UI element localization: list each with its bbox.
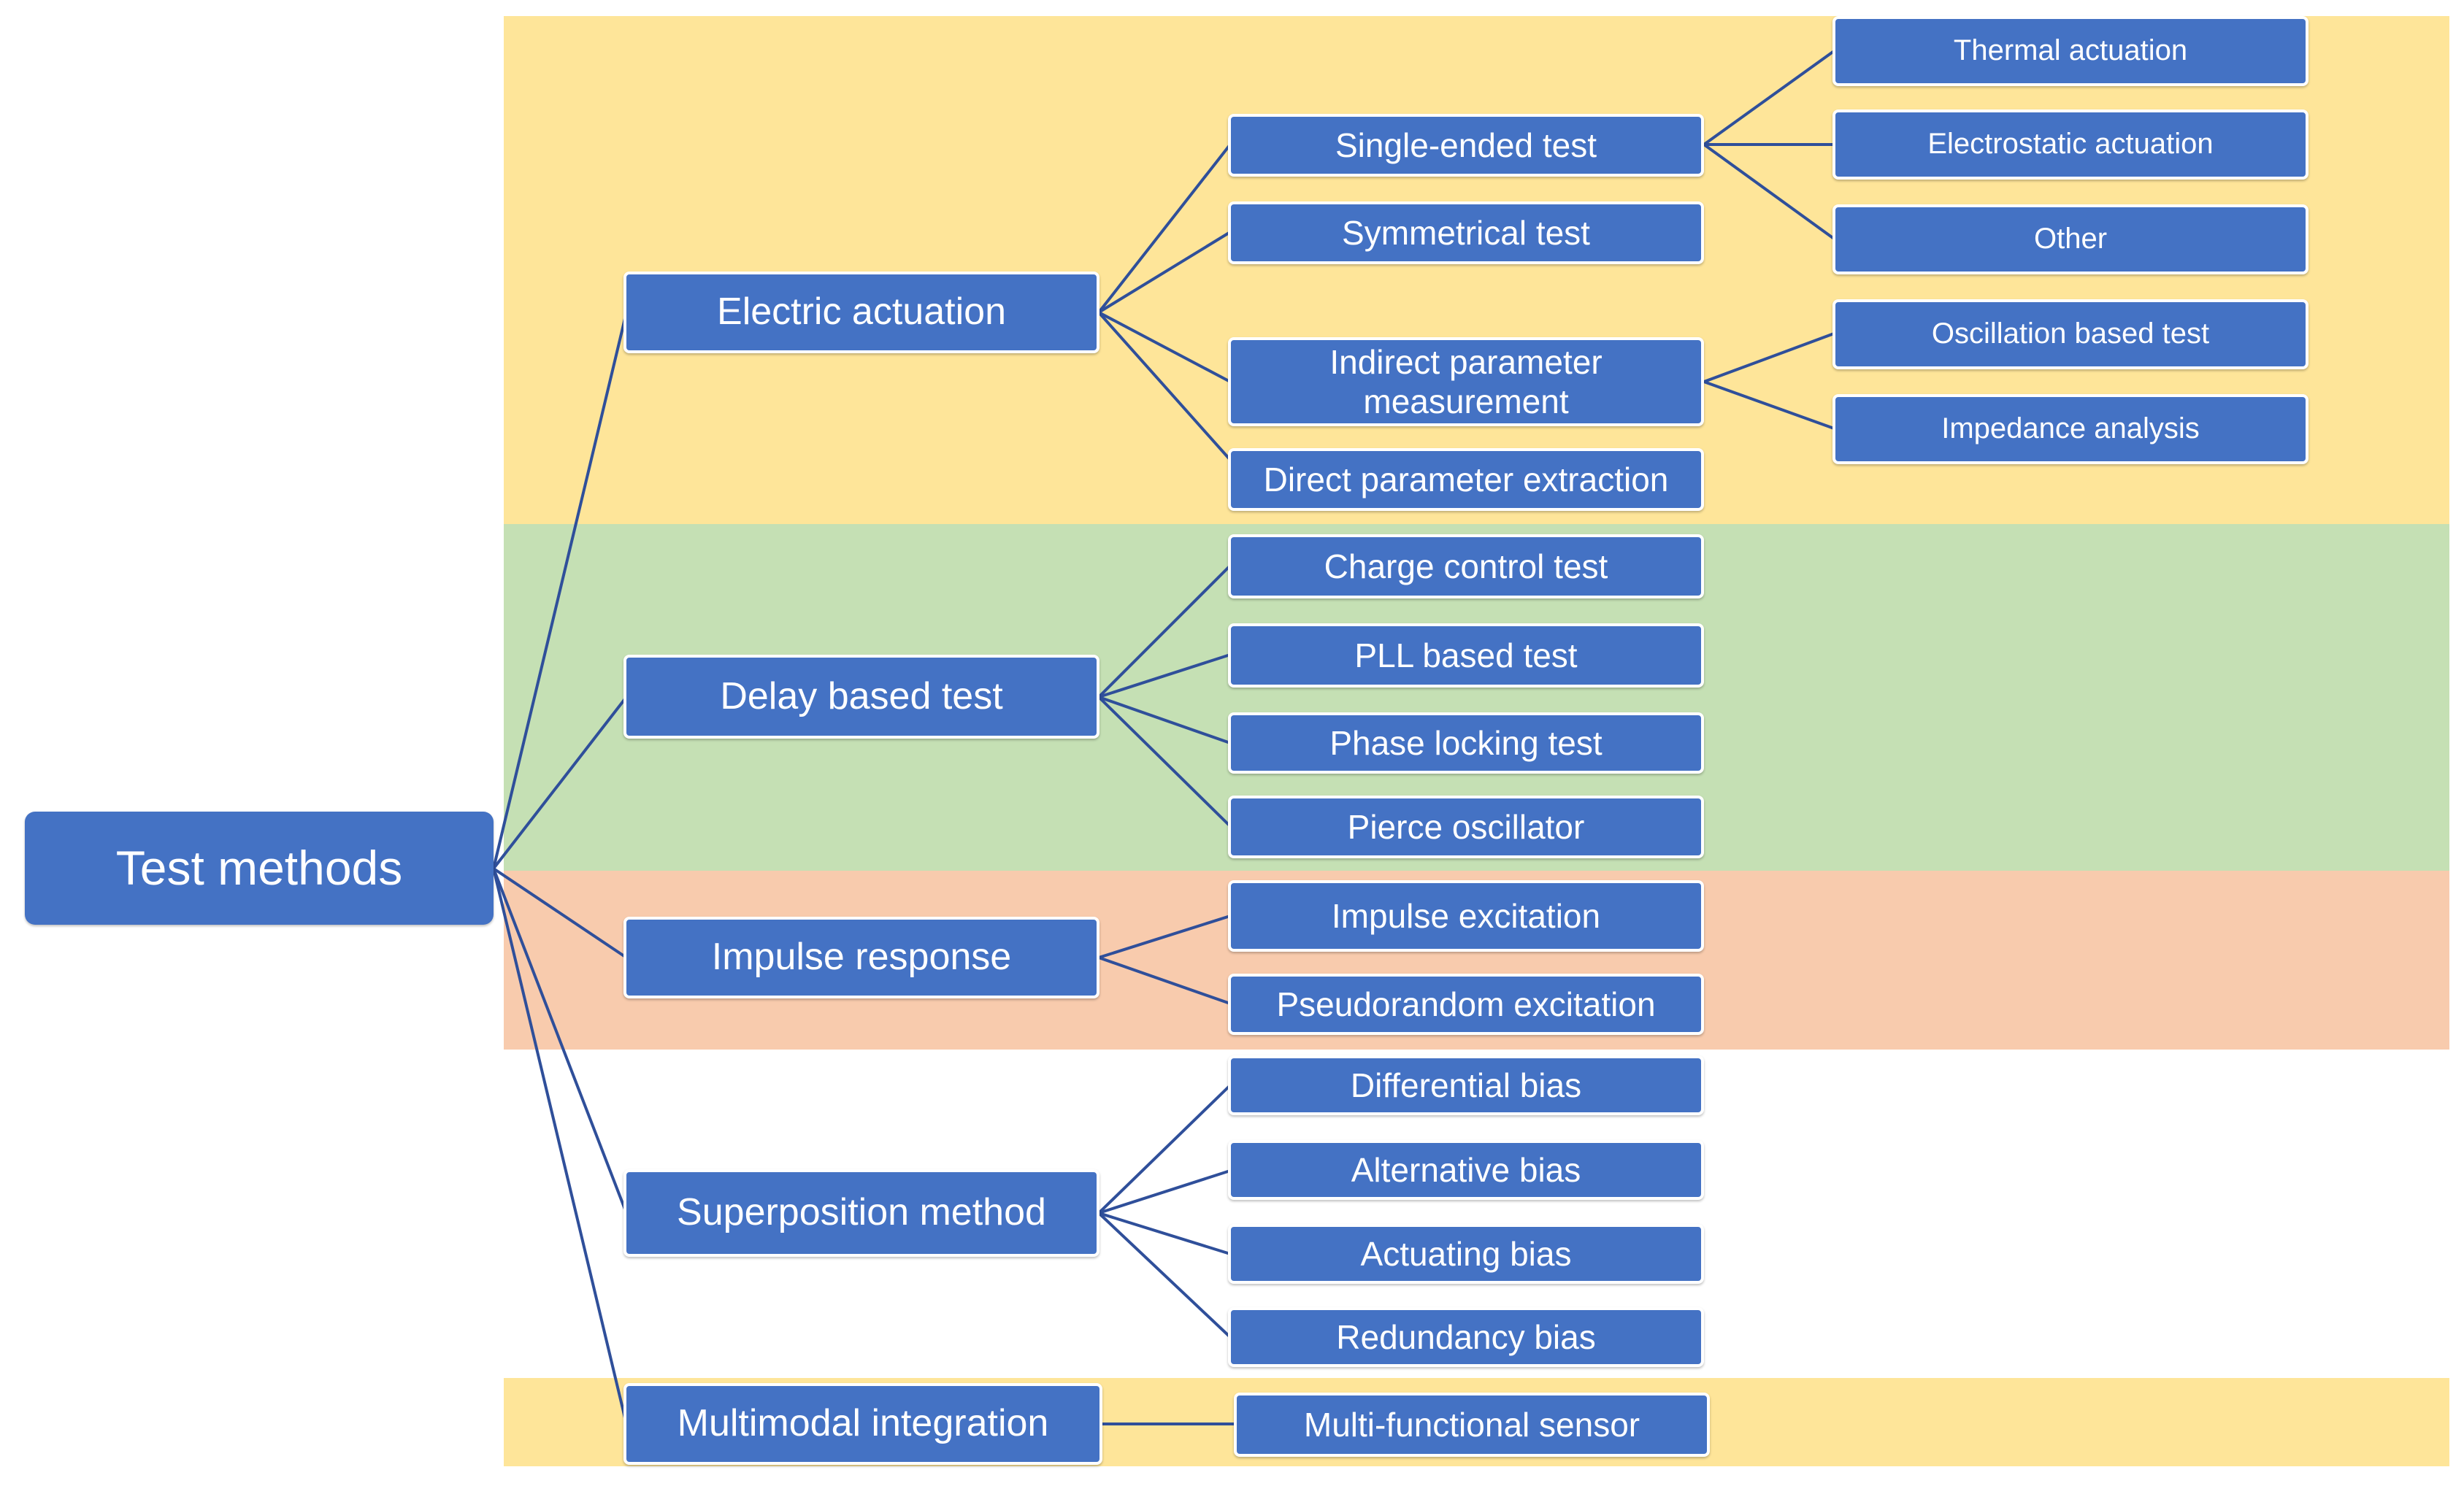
connector-indirect-impedance (1703, 380, 1835, 430)
connector-super-actuating (1098, 1212, 1231, 1255)
method-symmetrical-test: Symmetrical test (1228, 201, 1704, 264)
submethod-other: Other (1832, 204, 2308, 274)
method-impulse-excitation: Impulse excitation (1228, 880, 1704, 952)
category-impulse-response: Impulse response (623, 917, 1099, 998)
method-redundancy-bias: Redundancy bias (1228, 1307, 1704, 1367)
method-actuating-bias: Actuating bias (1228, 1224, 1704, 1284)
method-pseudorandom-excitation: Pseudorandom excitation (1228, 974, 1704, 1035)
connector-root-delay (492, 696, 628, 870)
method-alternative-bias: Alternative bias (1228, 1140, 1704, 1200)
connector-indirect-oscillation (1703, 332, 1835, 383)
connector-root-electric (492, 312, 628, 869)
connector-single-thermal (1703, 50, 1835, 146)
submethod-label: Other (2033, 223, 2108, 255)
submethod-electrostatic-actuation: Electrostatic actuation (1832, 109, 2308, 180)
method-label: Single-ended test (1335, 126, 1597, 164)
method-direct-parameter-extraction: Direct parameter extraction (1228, 448, 1704, 511)
method-label: Actuating bias (1360, 1234, 1572, 1273)
connector-electric-indirect (1098, 311, 1231, 383)
method-multi-functional-sensor: Multi-functional sensor (1234, 1393, 1710, 1457)
connector-root-multimodal (492, 868, 628, 1425)
method-label: Symmetrical test (1342, 213, 1590, 252)
category-label: Multimodal integration (677, 1402, 1049, 1445)
category-label: Delay based test (720, 674, 1003, 717)
method-pierce-oscillator: Pierce oscillator (1228, 796, 1704, 858)
submethod-label: Impedance analysis (1941, 412, 2200, 445)
category-delay-based-test: Delay based test (623, 655, 1099, 739)
connector-delay-pierce (1097, 696, 1232, 828)
connector-electric-single (1097, 143, 1232, 314)
submethod-oscillation-based-test: Oscillation based test (1832, 299, 2308, 369)
connector-super-alternative (1098, 1169, 1231, 1214)
method-label: Pierce oscillator (1347, 807, 1585, 846)
method-pll-based-test: PLL based test (1228, 623, 1704, 688)
submethod-label: Electrostatic actuation (1927, 128, 2214, 161)
method-label: Impulse excitation (1331, 896, 1601, 935)
connector-super-differential (1097, 1084, 1232, 1214)
root-label: Test methods (115, 840, 403, 895)
category-label: Superposition method (677, 1191, 1046, 1234)
method-differential-bias: Differential bias (1228, 1055, 1704, 1115)
connector-delay-pll (1098, 653, 1231, 698)
method-label: Indirect parameter measurement (1329, 342, 1603, 420)
connector-impulse-excitation (1098, 915, 1231, 959)
method-charge-control-test: Charge control test (1228, 534, 1704, 598)
submethod-label: Thermal actuation (1953, 34, 2188, 67)
connector-delay-charge (1097, 564, 1232, 698)
category-label: Impulse response (711, 936, 1012, 979)
submethod-impedance-analysis: Impedance analysis (1832, 394, 2308, 464)
connector-delay-phase (1098, 696, 1231, 744)
category-label: Electric actuation (717, 290, 1006, 334)
method-label: Redundancy bias (1336, 1317, 1596, 1356)
category-multimodal-integration: Multimodal integration (623, 1383, 1102, 1465)
method-indirect-parameter-measurement: Indirect parameter measurement (1228, 337, 1704, 426)
method-label: Multi-functional sensor (1303, 1405, 1640, 1444)
method-label: Charge control test (1324, 547, 1608, 585)
category-superposition-method: Superposition method (623, 1169, 1099, 1257)
root-node-test-methods: Test methods (25, 812, 494, 925)
method-single-ended-test: Single-ended test (1228, 114, 1704, 177)
method-label: Pseudorandom excitation (1276, 985, 1656, 1023)
method-label: PLL based test (1354, 636, 1578, 674)
connector-electric-direct (1097, 311, 1232, 461)
submethod-label: Oscillation based test (1931, 317, 2210, 350)
method-label: Phase locking test (1329, 723, 1603, 762)
connector-super-redundancy (1097, 1212, 1232, 1339)
connector-root-superposition (492, 868, 628, 1214)
method-label: Alternative bias (1351, 1150, 1581, 1189)
method-phase-locking-test: Phase locking test (1228, 712, 1704, 774)
category-electric-actuation: Electric actuation (623, 272, 1099, 353)
method-label: Direct parameter extraction (1263, 460, 1669, 498)
connector-impulse-pseudorandom (1098, 956, 1231, 1005)
connector-electric-symmetrical (1097, 231, 1232, 314)
submethod-thermal-actuation: Thermal actuation (1832, 16, 2308, 86)
method-label: Differential bias (1350, 1066, 1582, 1104)
connector-single-other (1703, 143, 1835, 240)
connector-root-impulse (492, 867, 628, 959)
